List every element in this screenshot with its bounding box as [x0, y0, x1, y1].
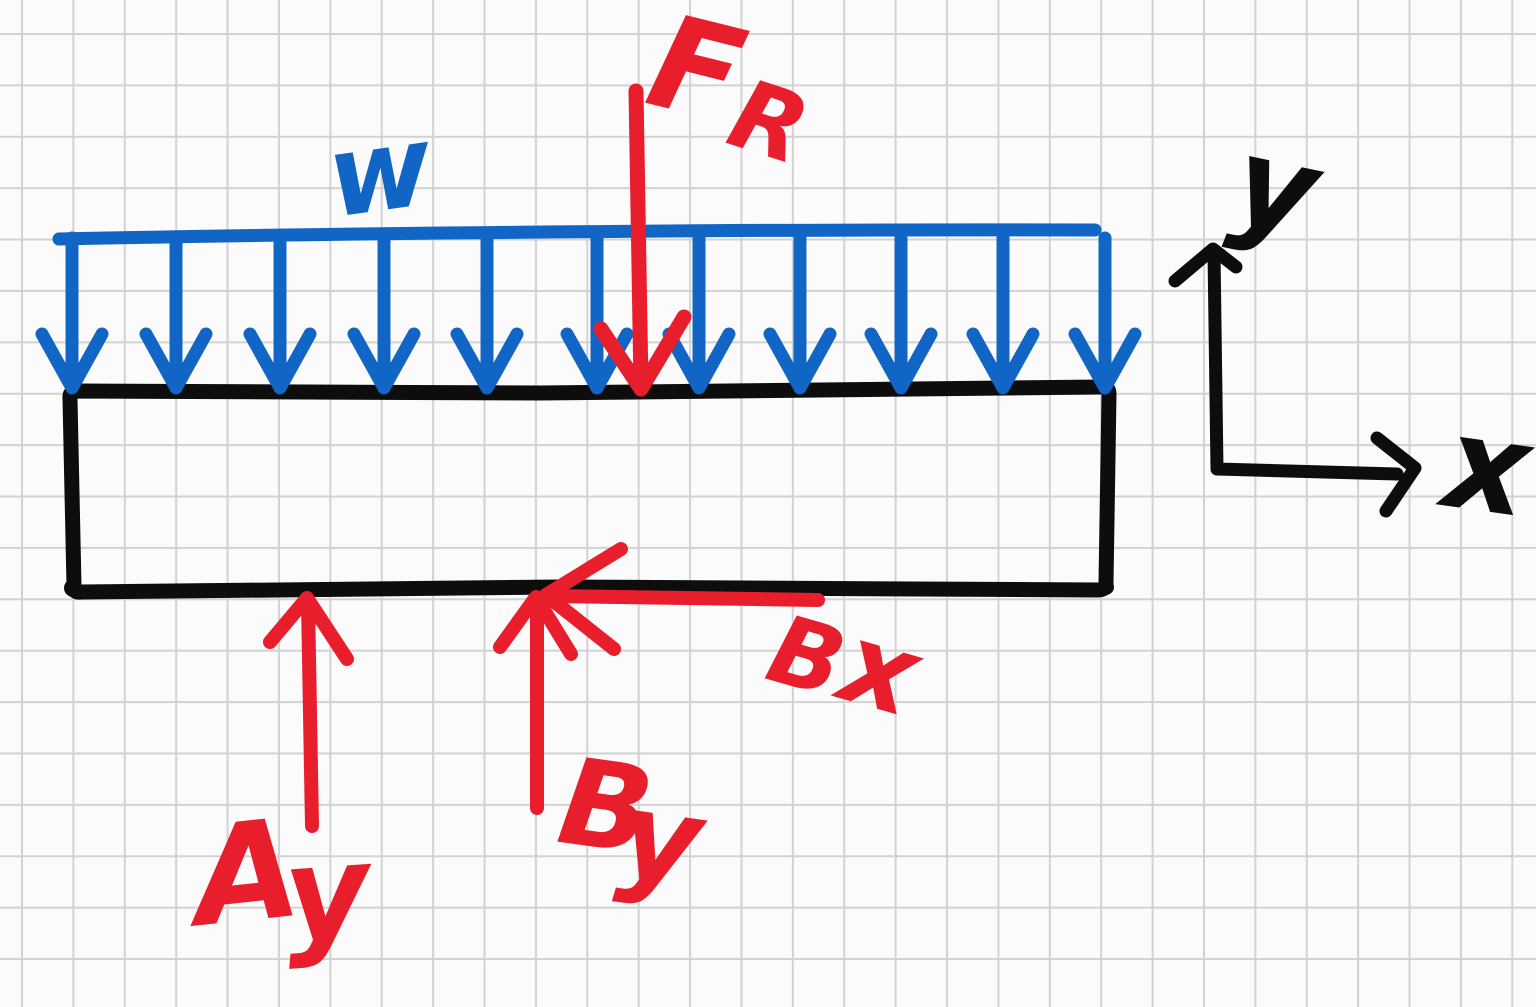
axes-lines — [1207, 246, 1404, 481]
distributed-load-arrow — [1068, 231, 1142, 395]
distributed-load-bar — [52, 223, 1102, 246]
axis-x-arrowhead — [1370, 431, 1422, 518]
axis-y-arrowhead — [1168, 242, 1243, 288]
distributed-load-arrow — [450, 231, 524, 395]
coordinate-axes — [1168, 242, 1422, 518]
distributed-load-arrows — [35, 231, 1142, 395]
distributed-load-arrow — [966, 231, 1040, 395]
axis-x-label: x — [1436, 387, 1536, 548]
reaction-by-arrow — [493, 590, 578, 815]
reaction-by-arrowhead — [493, 590, 578, 661]
distributed-load-arrow — [662, 231, 736, 395]
reaction-bx-arrow — [539, 542, 825, 656]
distributed-load — [35, 223, 1142, 395]
distributed-load-arrow — [139, 231, 213, 395]
distributed-load-arrow — [347, 231, 421, 395]
reaction-ay-label-sub: y — [278, 814, 374, 972]
reaction-bx-arrowhead — [539, 542, 628, 656]
reaction-ay-arrowhead — [263, 591, 354, 666]
distributed-load-arrow — [763, 231, 837, 395]
resultant-force-arrow — [593, 83, 692, 397]
beam-corner-blob-right — [1098, 579, 1114, 595]
reaction-ay-shaft — [301, 594, 319, 833]
distributed-load-arrow — [864, 231, 938, 395]
distributed-load-arrow — [243, 231, 317, 395]
resultant-force-shaft — [628, 83, 649, 393]
reaction-by-label-sub: y — [611, 763, 711, 915]
resultant-force-arrowhead — [593, 309, 692, 397]
beam-corner-blob-left — [64, 579, 82, 597]
reaction-ay-arrow — [263, 591, 354, 833]
reaction-bx-shaft — [544, 589, 825, 607]
distributed-load-arrow — [35, 231, 109, 395]
distributed-load-label: w — [319, 100, 441, 244]
